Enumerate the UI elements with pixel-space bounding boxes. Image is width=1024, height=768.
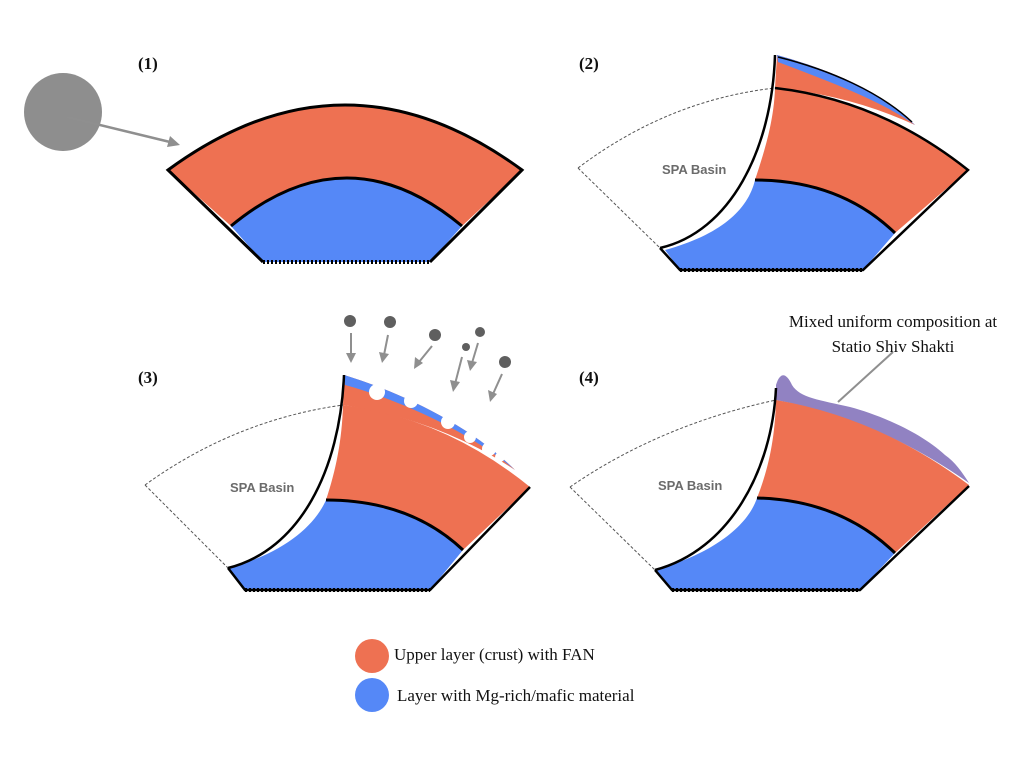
panel-2-basin-label: SPA Basin bbox=[662, 162, 727, 177]
legend-swatch-crust bbox=[355, 639, 389, 673]
projectile-body bbox=[499, 356, 511, 368]
panel-2-basin-outline bbox=[577, 87, 776, 169]
projectile-arrowhead bbox=[467, 360, 477, 371]
callout-leader-line bbox=[837, 351, 894, 403]
projectile-arrow bbox=[454, 356, 463, 385]
legend-swatch-mafic bbox=[355, 678, 389, 712]
projectile-body bbox=[384, 316, 396, 328]
panel-4-mafic-layer bbox=[655, 498, 895, 590]
panel-2 bbox=[577, 54, 970, 272]
projectile-arrow bbox=[471, 342, 479, 364]
callout-line-1: Mixed uniform composition at bbox=[788, 312, 998, 331]
legend-label-mafic: Layer with Mg-rich/mafic material bbox=[397, 686, 635, 705]
panel-4-basin-outline bbox=[569, 399, 777, 488]
panel-3-number: (3) bbox=[138, 368, 158, 387]
projectile-body bbox=[429, 329, 441, 341]
panel-2-number: (2) bbox=[579, 54, 599, 73]
projectile-body bbox=[475, 327, 485, 337]
projectile-arrow bbox=[492, 373, 503, 395]
projectile-arrow bbox=[383, 334, 389, 356]
projectile-body bbox=[462, 343, 470, 351]
projectile-arrowhead bbox=[488, 390, 497, 402]
panel-4-basin-label: SPA Basin bbox=[658, 478, 723, 493]
impactor-body bbox=[24, 73, 102, 151]
projectile-arrowhead bbox=[346, 353, 356, 363]
legend-label-crust: Upper layer (crust) with FAN bbox=[394, 645, 595, 664]
panel-3-ejecta-mafic bbox=[344, 375, 515, 470]
panel-4-layer-boundary bbox=[756, 496, 897, 555]
panel-1-outline bbox=[165, 103, 525, 264]
impactor-trajectory-arrow bbox=[66, 115, 171, 144]
callout-line-2: Statio Shiv Shakti bbox=[831, 337, 955, 356]
panel-3-mafic-layer bbox=[228, 500, 463, 590]
panel-3-basin-outline bbox=[144, 404, 344, 486]
panel-4-basin-left-edge bbox=[569, 486, 656, 571]
projectile-arrowhead bbox=[379, 352, 389, 363]
panel-4-number: (4) bbox=[579, 368, 599, 387]
panel-3-ejecta-crust bbox=[343, 375, 515, 470]
projectile-arrowhead bbox=[414, 357, 423, 369]
panel-3-crust-layer bbox=[326, 405, 530, 550]
panel-3-basin-left-edge bbox=[144, 484, 229, 569]
panel-2-ejecta-outline bbox=[777, 56, 913, 123]
panel-3 bbox=[144, 315, 531, 592]
panel-4-crust-layer bbox=[757, 400, 969, 553]
projectile-arrow bbox=[418, 345, 433, 363]
panel-2-ejecta-mafic bbox=[777, 55, 915, 125]
panel-2-basin-left-edge bbox=[577, 167, 661, 249]
panel-2-layer-boundary bbox=[754, 178, 897, 235]
panel-1 bbox=[24, 73, 525, 264]
panel-1-number: (1) bbox=[138, 54, 158, 73]
panel-3-impact-craters bbox=[369, 384, 505, 462]
panel-3-basin-label: SPA Basin bbox=[230, 480, 295, 495]
panel-2-outline bbox=[659, 54, 970, 272]
projectile-arrowhead bbox=[450, 380, 460, 392]
panel-4 bbox=[569, 351, 970, 592]
panel-1-layer-boundary bbox=[230, 176, 463, 228]
callout-annotation: Mixed uniform composition at Statio Shiv… bbox=[763, 309, 1023, 359]
panel-1-crust-layer bbox=[168, 105, 522, 226]
panel-2-mafic-layer bbox=[665, 180, 895, 270]
panel-3-projectiles bbox=[344, 315, 511, 402]
panel-3-layer-boundary bbox=[325, 498, 465, 552]
panel-2-crust-layer bbox=[755, 88, 968, 233]
impactor-arrowhead bbox=[167, 136, 180, 147]
projectile-body bbox=[344, 315, 356, 327]
panel-1-mafic-layer bbox=[231, 178, 462, 262]
